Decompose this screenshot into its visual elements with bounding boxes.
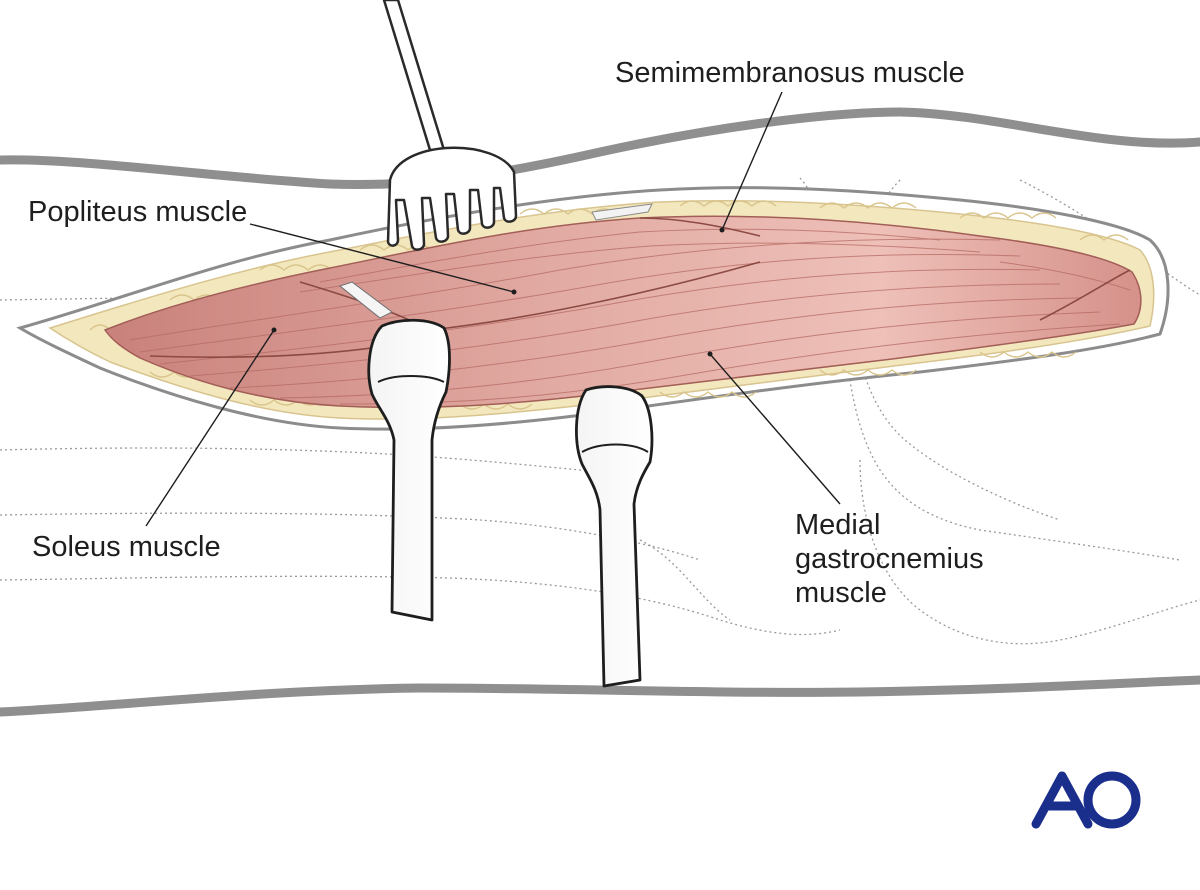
limb-outline [0,107,1200,717]
rake-retractor-icon [382,0,518,251]
tendon-strip-upper [591,203,653,221]
medial-gastrocnemius-label: Medial gastrocnemius muscle [795,508,984,610]
fat-lobules [89,200,1129,410]
tendon-strip [338,281,393,319]
ao-logo-letter-o [1083,771,1141,829]
leader-popliteus [249,223,515,293]
blunt-retractor-icon-2 [575,385,654,688]
medial-gastrocnemius-line3: muscle [795,577,887,609]
leader-dots [271,227,725,357]
leader-medial [709,353,841,505]
medial-gastrocnemius-line1: Medial [795,509,881,541]
leader-lines [145,91,841,527]
medial-gastrocnemius-line2: gastrocnemius [795,543,984,575]
limb-lower-contour [0,675,1200,717]
ao-logo-icon [1031,771,1141,829]
blunt-retractor-icon [367,318,451,622]
semimembranosus-border [639,217,761,237]
limb-upper-contour [0,107,1200,190]
popliteus-label: Popliteus muscle [28,196,248,228]
soleus-label: Soleus muscle [32,531,221,563]
ao-logo-letter-a [1031,771,1093,829]
muscle-bed [103,215,1142,409]
gastrocnemius-tail-border [1039,269,1131,321]
semimembranosus-label: Semimembranosus muscle [615,57,965,89]
muscle-fibers [129,228,1131,405]
leader-soleus [145,329,275,527]
leader-semimembranosus [721,91,783,231]
